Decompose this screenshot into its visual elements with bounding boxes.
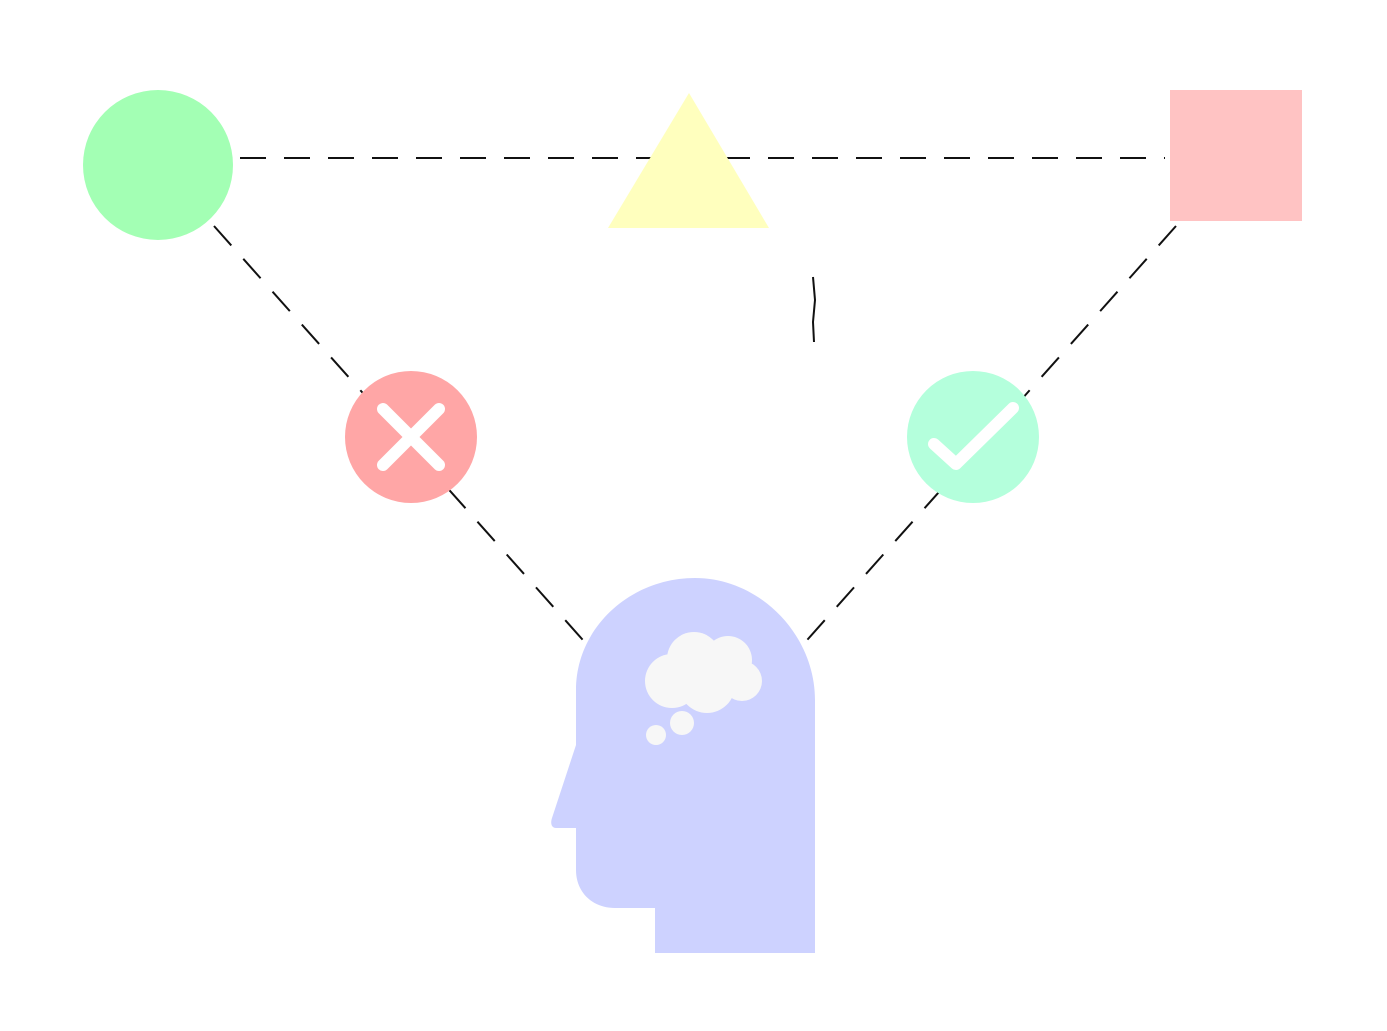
reject-badge — [345, 371, 477, 503]
thought-bubble-large — [670, 711, 694, 735]
check-icon — [928, 402, 1019, 470]
yellow-triangle-shape — [608, 93, 769, 228]
accept-badge — [907, 371, 1039, 503]
thought-bubble-small — [646, 725, 666, 745]
small-vertical-mark — [811, 276, 817, 343]
thinking-head-icon — [551, 578, 815, 953]
head-silhouette — [551, 578, 815, 953]
pink-square-shape — [1170, 90, 1302, 221]
accept-badge-circle — [907, 371, 1039, 503]
green-circle-shape — [83, 90, 233, 240]
thought-cloud-icon — [645, 632, 762, 745]
close-icon — [377, 403, 445, 471]
